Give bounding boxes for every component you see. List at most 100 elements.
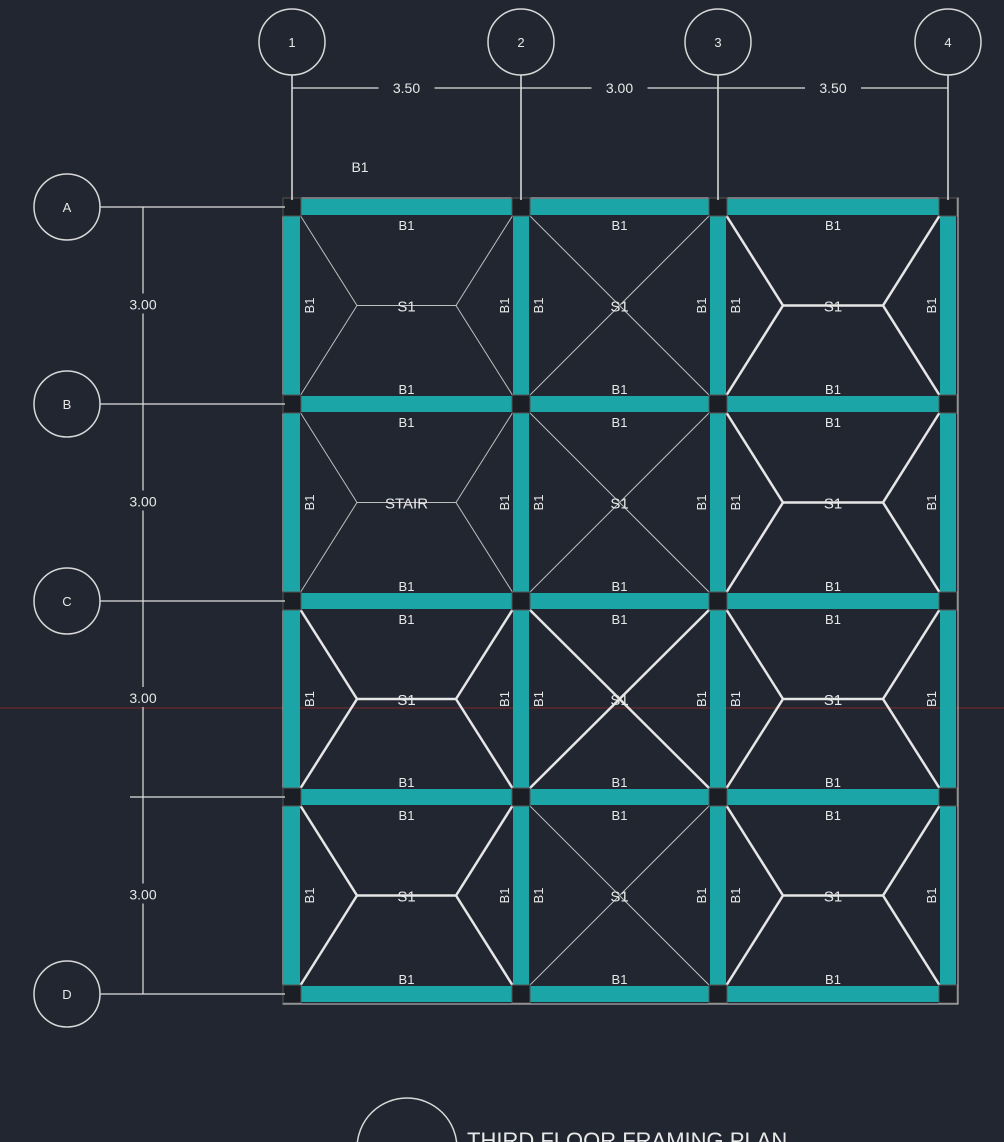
beam-label: B1: [694, 691, 709, 707]
slab-yield-line: [454, 894, 515, 987]
beam-label: B1: [612, 808, 628, 823]
beam-label: B1: [612, 612, 628, 627]
beam-label: B1: [612, 415, 628, 430]
slab-label: S1: [824, 496, 842, 513]
slab-label: STAIR: [385, 496, 428, 513]
slab-yield-line: [298, 804, 359, 897]
slab-yield-line: [881, 894, 942, 987]
beam-label: B1: [728, 298, 743, 314]
slab-yield-line: [881, 411, 942, 504]
column: [282, 984, 302, 1004]
beam-label: B1: [728, 495, 743, 511]
column: [708, 197, 728, 217]
beam-label: B1: [825, 218, 841, 233]
beam-label: B1: [302, 298, 317, 314]
slab-yield-line: [724, 698, 785, 790]
slab-yield-line: [724, 894, 785, 987]
slab-yield-line: [298, 698, 359, 790]
beam-label: B1: [497, 495, 512, 511]
beam-label: B1: [825, 415, 841, 430]
slab-yield-line: [881, 501, 942, 594]
slab-label: S1: [397, 692, 415, 709]
beam-label: B1: [694, 495, 709, 511]
grid-label-row: D: [62, 987, 71, 1002]
column: [511, 787, 531, 807]
beam-label: B1: [302, 495, 317, 511]
slab-yield-line: [881, 698, 942, 790]
column: [708, 394, 728, 414]
slab-yield-line: [299, 411, 358, 503]
beam-label: B1: [399, 808, 415, 823]
column: [282, 591, 302, 611]
slab-yield-line: [724, 501, 785, 594]
slab-label: S1: [610, 496, 628, 513]
slab-label: S1: [824, 692, 842, 709]
slab-yield-line: [454, 804, 515, 897]
slab-label: S1: [610, 692, 628, 709]
beam-label: B1: [531, 691, 546, 707]
dimension-label: 3.00: [129, 690, 156, 706]
dimension-label: 3.00: [606, 80, 633, 96]
beam-label: B1: [399, 775, 415, 790]
grid-label-column: 1: [288, 35, 295, 50]
slab-yield-line: [724, 804, 785, 897]
beam-label: B1: [825, 579, 841, 594]
slab-yield-line: [724, 214, 785, 307]
slab-label: S1: [397, 889, 415, 906]
beam-label: B1: [399, 218, 415, 233]
beam-label: B1: [825, 972, 841, 987]
slab-yield-line: [724, 411, 785, 504]
column: [511, 984, 531, 1004]
dimension-label: 3.00: [129, 887, 156, 903]
slab-yield-line: [455, 411, 514, 503]
dimension-gap: [120, 883, 166, 904]
beam-label: B1: [924, 888, 939, 904]
column: [708, 984, 728, 1004]
beam-label: B1: [728, 691, 743, 707]
dimension-gap: [805, 78, 861, 98]
grid-label-row: B: [63, 397, 72, 412]
column: [708, 787, 728, 807]
dimension-gap: [591, 78, 648, 98]
beam-label: B1: [612, 775, 628, 790]
dimension-label: 3.50: [819, 80, 846, 96]
beam-label: B1: [531, 298, 546, 314]
beam-label: B1: [612, 382, 628, 397]
slab-yield-line: [298, 608, 359, 700]
beam-label: B1: [728, 888, 743, 904]
dimension-label: 3.50: [393, 80, 420, 96]
grid-label-row: A: [63, 200, 72, 215]
beam-label: B1: [825, 775, 841, 790]
slab-yield-line: [724, 304, 785, 397]
dimension-label: 3.00: [129, 494, 156, 510]
beam-label: B1: [924, 298, 939, 314]
slab-yield-line: [881, 304, 942, 397]
column: [511, 591, 531, 611]
dimension-gap: [120, 293, 166, 314]
beam-label: B1: [399, 415, 415, 430]
beam-label-loose: B1: [351, 159, 368, 175]
beam-label: B1: [612, 579, 628, 594]
grid-label-row: C: [62, 594, 71, 609]
column: [938, 394, 958, 414]
slab-label: S1: [610, 299, 628, 316]
slab-yield-line: [528, 411, 711, 594]
column: [938, 787, 958, 807]
slab-label: S1: [397, 299, 415, 316]
column: [511, 394, 531, 414]
slab-yield-line: [454, 698, 515, 790]
beam-label: B1: [399, 382, 415, 397]
beam-label: B1: [612, 972, 628, 987]
beam-horizontal: [292, 593, 948, 609]
beam-label: B1: [302, 691, 317, 707]
slab-yield-line: [724, 608, 785, 700]
column: [511, 197, 531, 217]
dimension-label: 3.00: [129, 297, 156, 313]
column: [708, 591, 728, 611]
grid-bubble-row: [33, 567, 101, 635]
beam-label: B1: [694, 888, 709, 904]
slab-label: S1: [824, 299, 842, 316]
grid-label-column: 3: [714, 35, 721, 50]
